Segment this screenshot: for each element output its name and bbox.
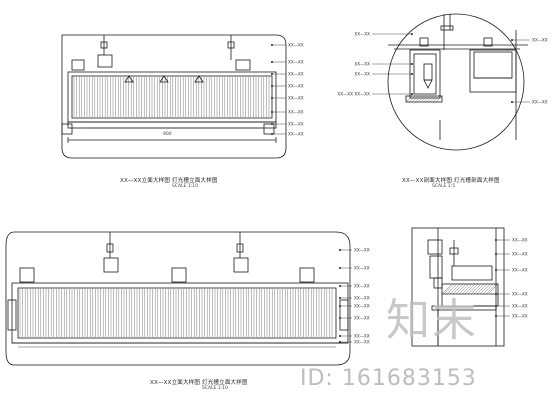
section-bottom-right <box>411 227 510 347</box>
callout-label: XX—XX <box>288 59 304 64</box>
callout-label: XX—XX <box>288 83 304 88</box>
callout-label: XX—XX <box>288 131 304 136</box>
callout-label: XX—XX <box>512 291 528 296</box>
callout-label: XX—XX <box>354 283 370 288</box>
callout-label: XX—XX <box>512 267 528 272</box>
section-top-right <box>372 13 530 151</box>
callout-label: XX—XX <box>354 265 370 270</box>
callout-label: XX—XX <box>354 247 370 252</box>
caption-top-right: XX—XX剖面大样图 灯光槽剖面大样图 <box>402 178 500 184</box>
callout-label: XX—XX <box>512 313 528 318</box>
callout-label: XX—XX <box>354 71 370 76</box>
callout-label: XX—XX <box>354 31 370 36</box>
callout-label: XX—XX <box>288 42 304 47</box>
callout-label: XX—XX <box>512 251 528 256</box>
callout-label: XX—XX <box>512 303 528 308</box>
callout-label: XX—XX XX—XX <box>337 91 370 96</box>
callout-label: XX—XX <box>354 295 370 300</box>
elevation-bottom-left <box>5 231 352 366</box>
scale-bottom-left: SCALE 1:10 <box>202 386 228 391</box>
callout-label: XX—XX <box>354 333 370 338</box>
callout-label: XX—XX <box>512 237 528 242</box>
watermark-id: ID: 161683153 <box>300 366 477 391</box>
callout-label: XX—XX <box>288 71 304 76</box>
callout-label: XX—XX <box>532 99 548 104</box>
callout-label: XX—XX <box>354 315 370 320</box>
callout-label: XX—XX <box>532 37 548 42</box>
scale-top-left: SCALE 1:10 <box>172 184 198 189</box>
callout-label: XX—XX <box>354 61 370 66</box>
watermark-brand: 知末 <box>386 295 478 346</box>
callout-label: XX—XX <box>288 109 304 114</box>
callout-label: XX—XX <box>288 95 304 100</box>
callout-label: XX—XX <box>354 303 370 308</box>
caption-bottom-left: XX—XX立面大样图 灯光槽立面大样图 <box>150 380 248 386</box>
callout-label: XX—XX <box>288 121 304 126</box>
elevation-top-left <box>61 34 287 159</box>
callout-label: XX—XX <box>354 339 370 344</box>
dimension-top-left: 900 <box>163 132 172 137</box>
caption-top-left: XX—XX立面大样图 灯光槽立面大样图 <box>120 178 218 184</box>
scale-top-right: SCALE 1:5 <box>432 184 456 189</box>
